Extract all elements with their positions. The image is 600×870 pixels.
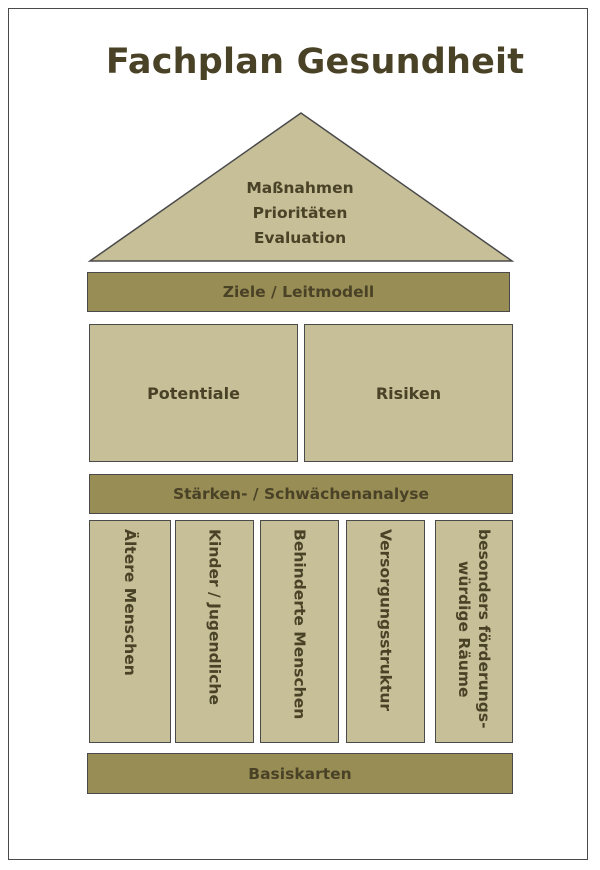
- base-beam-label: Basiskarten: [248, 764, 352, 783]
- swot-beam: Stärken- / Schwächenanalyse: [89, 474, 513, 514]
- base-beam: Basiskarten: [87, 753, 513, 794]
- panel-potentials-label: Potentiale: [147, 383, 240, 403]
- swot-beam-label: Stärken- / Schwächenanalyse: [172, 485, 430, 503]
- pillar-care-structure-label: Versorgungsstruktur: [376, 529, 395, 712]
- goals-beam-label: Ziele / Leitmodell: [222, 283, 375, 301]
- roof-triangle: [87, 112, 515, 262]
- roof-text: Maßnahmen Prioritäten Evaluation: [230, 176, 370, 251]
- pillar-elderly-label: Ältere Menschen: [121, 529, 139, 676]
- pillar-youth: Kinder / Jugendliche: [175, 520, 254, 743]
- goals-beam: Ziele / Leitmodell: [87, 272, 510, 312]
- pillar-elderly: Ältere Menschen: [89, 520, 171, 743]
- roof-line-evaluation: Evaluation: [253, 229, 347, 247]
- roof-line-priorities: Prioritäten: [252, 204, 348, 222]
- panel-potentials: Potentiale: [89, 324, 298, 462]
- panel-risks: Risiken: [304, 324, 513, 462]
- page-frame: [8, 8, 588, 860]
- pillar-disabled: Behinderte Menschen: [260, 520, 339, 743]
- pillar-priority-areas-label: besonders förderungs- würdige Räume: [455, 529, 493, 729]
- roof-line-measures: Maßnahmen: [246, 179, 354, 197]
- page-title: Fachplan Gesundheit: [105, 42, 525, 82]
- pillar-youth-label: Kinder / Jugendliche: [205, 529, 224, 705]
- pillar-priority-areas: besonders förderungs- würdige Räume: [435, 520, 513, 743]
- pillar-disabled-label: Behinderte Menschen: [290, 529, 309, 720]
- panel-risks-label: Risiken: [375, 383, 442, 403]
- pillar-care-structure: Versorgungsstruktur: [346, 520, 425, 743]
